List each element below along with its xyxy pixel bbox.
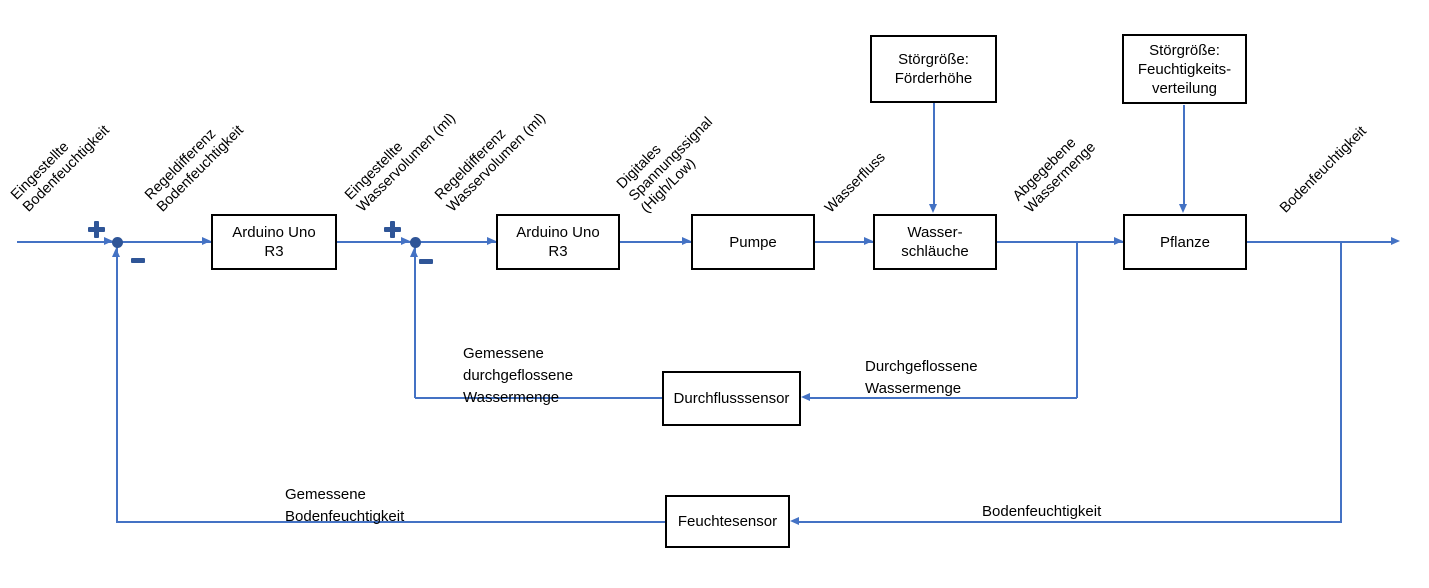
plus-horizontal-bar [384, 227, 401, 232]
minus-sign-icon [131, 258, 145, 263]
signal-label-digitales-spannungssignal: Digitales Spannungssignal (High/Low) [613, 114, 716, 217]
arrowhead-icon [401, 237, 410, 245]
arrowhead-icon [801, 393, 810, 401]
line-into-feuchtesensor [799, 521, 1341, 523]
block-pumpe-label: Pumpe [729, 233, 777, 251]
block-feuchtesensor: Feuchtesensor [665, 495, 790, 548]
junction-dot-icon [112, 237, 123, 248]
minus-sign-icon [419, 259, 433, 264]
plus-horizontal-bar [88, 227, 105, 232]
feedback-label-bodenfeuchtigkeit: Bodenfeuchtigkeit [982, 503, 1102, 520]
plus-sign-icon [384, 221, 401, 238]
block-arduino-uno-2: Arduino Uno R3 [496, 214, 620, 270]
line-branch-to-feuchtesensor [1340, 242, 1342, 523]
arrowhead-icon [1179, 204, 1187, 213]
signal-label-regeldifferenz-bodenfeuchtigkeit: Regeldifferenz Bodenfeuchtigkeit [141, 122, 247, 216]
signal-label-abgegebene-wassermenge: Abgegebene Wassermenge [1009, 134, 1100, 217]
arrowhead-icon [790, 517, 799, 525]
arrowhead-icon [202, 237, 211, 245]
arrowhead-icon [682, 237, 691, 245]
arrowhead-icon [112, 248, 120, 257]
block-durchflusssensor-label: Durchflusssensor [673, 390, 790, 407]
signal-label-eingestellte-bodenfeuchtigkeit: Eingestellte Bodenfeuchtigkeit [7, 122, 113, 216]
arrowhead-icon [864, 237, 873, 245]
arrowhead-icon [1114, 237, 1123, 245]
block-pflanze-label: Pflanze [1159, 233, 1211, 251]
line-stoergroesse2-down [1183, 105, 1185, 206]
arrowhead-icon [487, 237, 496, 245]
arrowhead-icon [1391, 237, 1400, 245]
block-arduino-uno-1-label: Arduino Uno R3 [232, 224, 316, 260]
line-pflanze-output [1247, 241, 1393, 243]
arrowhead-icon [410, 248, 418, 257]
arrowhead-icon [929, 204, 937, 213]
signal-label-bodenfeuchtigkeit-output: Bodenfeuchtigkeit [1276, 123, 1370, 217]
block-stoergroesse-feuchtigkeitsverteilung-label: Störgröße: Feuchtigkeits- verteilung [1137, 41, 1232, 97]
line-durchflusssensor-feedback [415, 397, 662, 399]
block-wasserschlaeuche-label: Wasser- schläuche [901, 224, 969, 260]
block-durchflusssensor: Durchflusssensor [662, 371, 801, 426]
block-arduino-uno-1: Arduino Uno R3 [211, 214, 337, 270]
feedback-label-gemessene-durchgeflossene-wassermenge: Gemessene durchgeflossene Wassermenge [463, 345, 574, 406]
block-pumpe: Pumpe [691, 214, 815, 270]
block-feuchtesensor-label: Feuchtesensor [677, 513, 778, 530]
line-branch-to-durchflusssensor [1076, 242, 1078, 398]
line-stoergroesse1-down [933, 103, 935, 206]
line-feedback-up-junction1 [116, 243, 118, 522]
block-wasserschlaeuche: Wasser- schläuche [873, 214, 997, 270]
line-pumpe-to-wasserschlaeuche [815, 241, 873, 243]
junction-dot-icon [410, 237, 421, 248]
line-wasserschlaeuche-to-pflanze [997, 241, 1123, 243]
line-into-durchflusssensor [810, 397, 1077, 399]
line-arduino2-to-pumpe [620, 241, 691, 243]
line-feuchtesensor-feedback [116, 521, 666, 523]
line-feedback-up-junction2 [414, 243, 416, 398]
block-pflanze: Pflanze [1123, 214, 1247, 270]
block-stoergroesse-foerderhoehe-label: Störgröße: Förderhöhe [894, 51, 973, 87]
signal-label-wasserfluss: Wasserfluss [821, 149, 889, 217]
block-stoergroesse-foerderhoehe: Störgröße: Förderhöhe [870, 35, 997, 103]
arrowhead-icon [104, 237, 113, 245]
feedback-label-durchgeflossene-wassermenge: Durchgeflossene Wassermenge [865, 358, 978, 397]
block-arduino-uno-2-label: Arduino Uno R3 [516, 224, 600, 260]
plus-sign-icon [88, 221, 105, 238]
block-stoergroesse-feuchtigkeitsverteilung: Störgröße: Feuchtigkeits- verteilung [1122, 34, 1247, 104]
feedback-label-gemessene-bodenfeuchtigkeit: Gemessene Bodenfeuchtigkeit [285, 486, 405, 525]
